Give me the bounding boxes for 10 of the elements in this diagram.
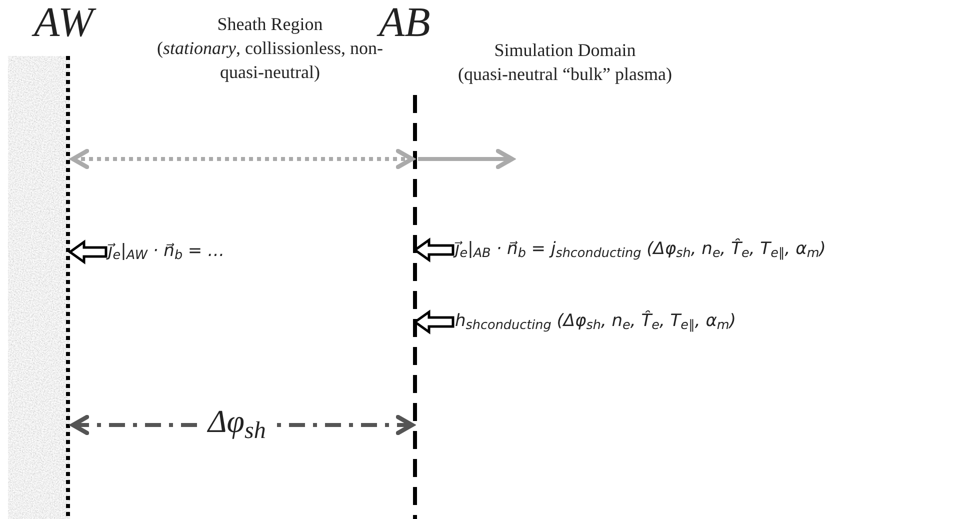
region-label: (quasi-neutral “bulk” plasma)	[457, 63, 673, 86]
equation: j⃗$_{e}$|$_{AB}$ · n⃗$_{b}$ = j$_{sh}$$_{conducting}$ (Δφ$_{sh}$, n$_{e}$, T̂$_{e}$, T$_{e∥}$, α$_{m}$)	[455, 237, 826, 263]
equation: h$_{sh}$$_{conducting}$ (Δφ$_{sh}$, n$_{e}$, T̂$_{e}$, T$_{e∥}$, α$_{m}$)	[455, 309, 736, 335]
hollow-arrow	[68, 240, 108, 264]
arrow	[70, 148, 414, 170]
equation: j⃗$_{e}$|$_{AW}$ · n⃗$_{b}$ = …	[108, 240, 225, 265]
arrow	[418, 148, 514, 170]
hollow-arrow	[412, 238, 454, 262]
region-label: Simulation Domain	[493, 39, 637, 62]
hollow-arrow	[412, 310, 454, 334]
